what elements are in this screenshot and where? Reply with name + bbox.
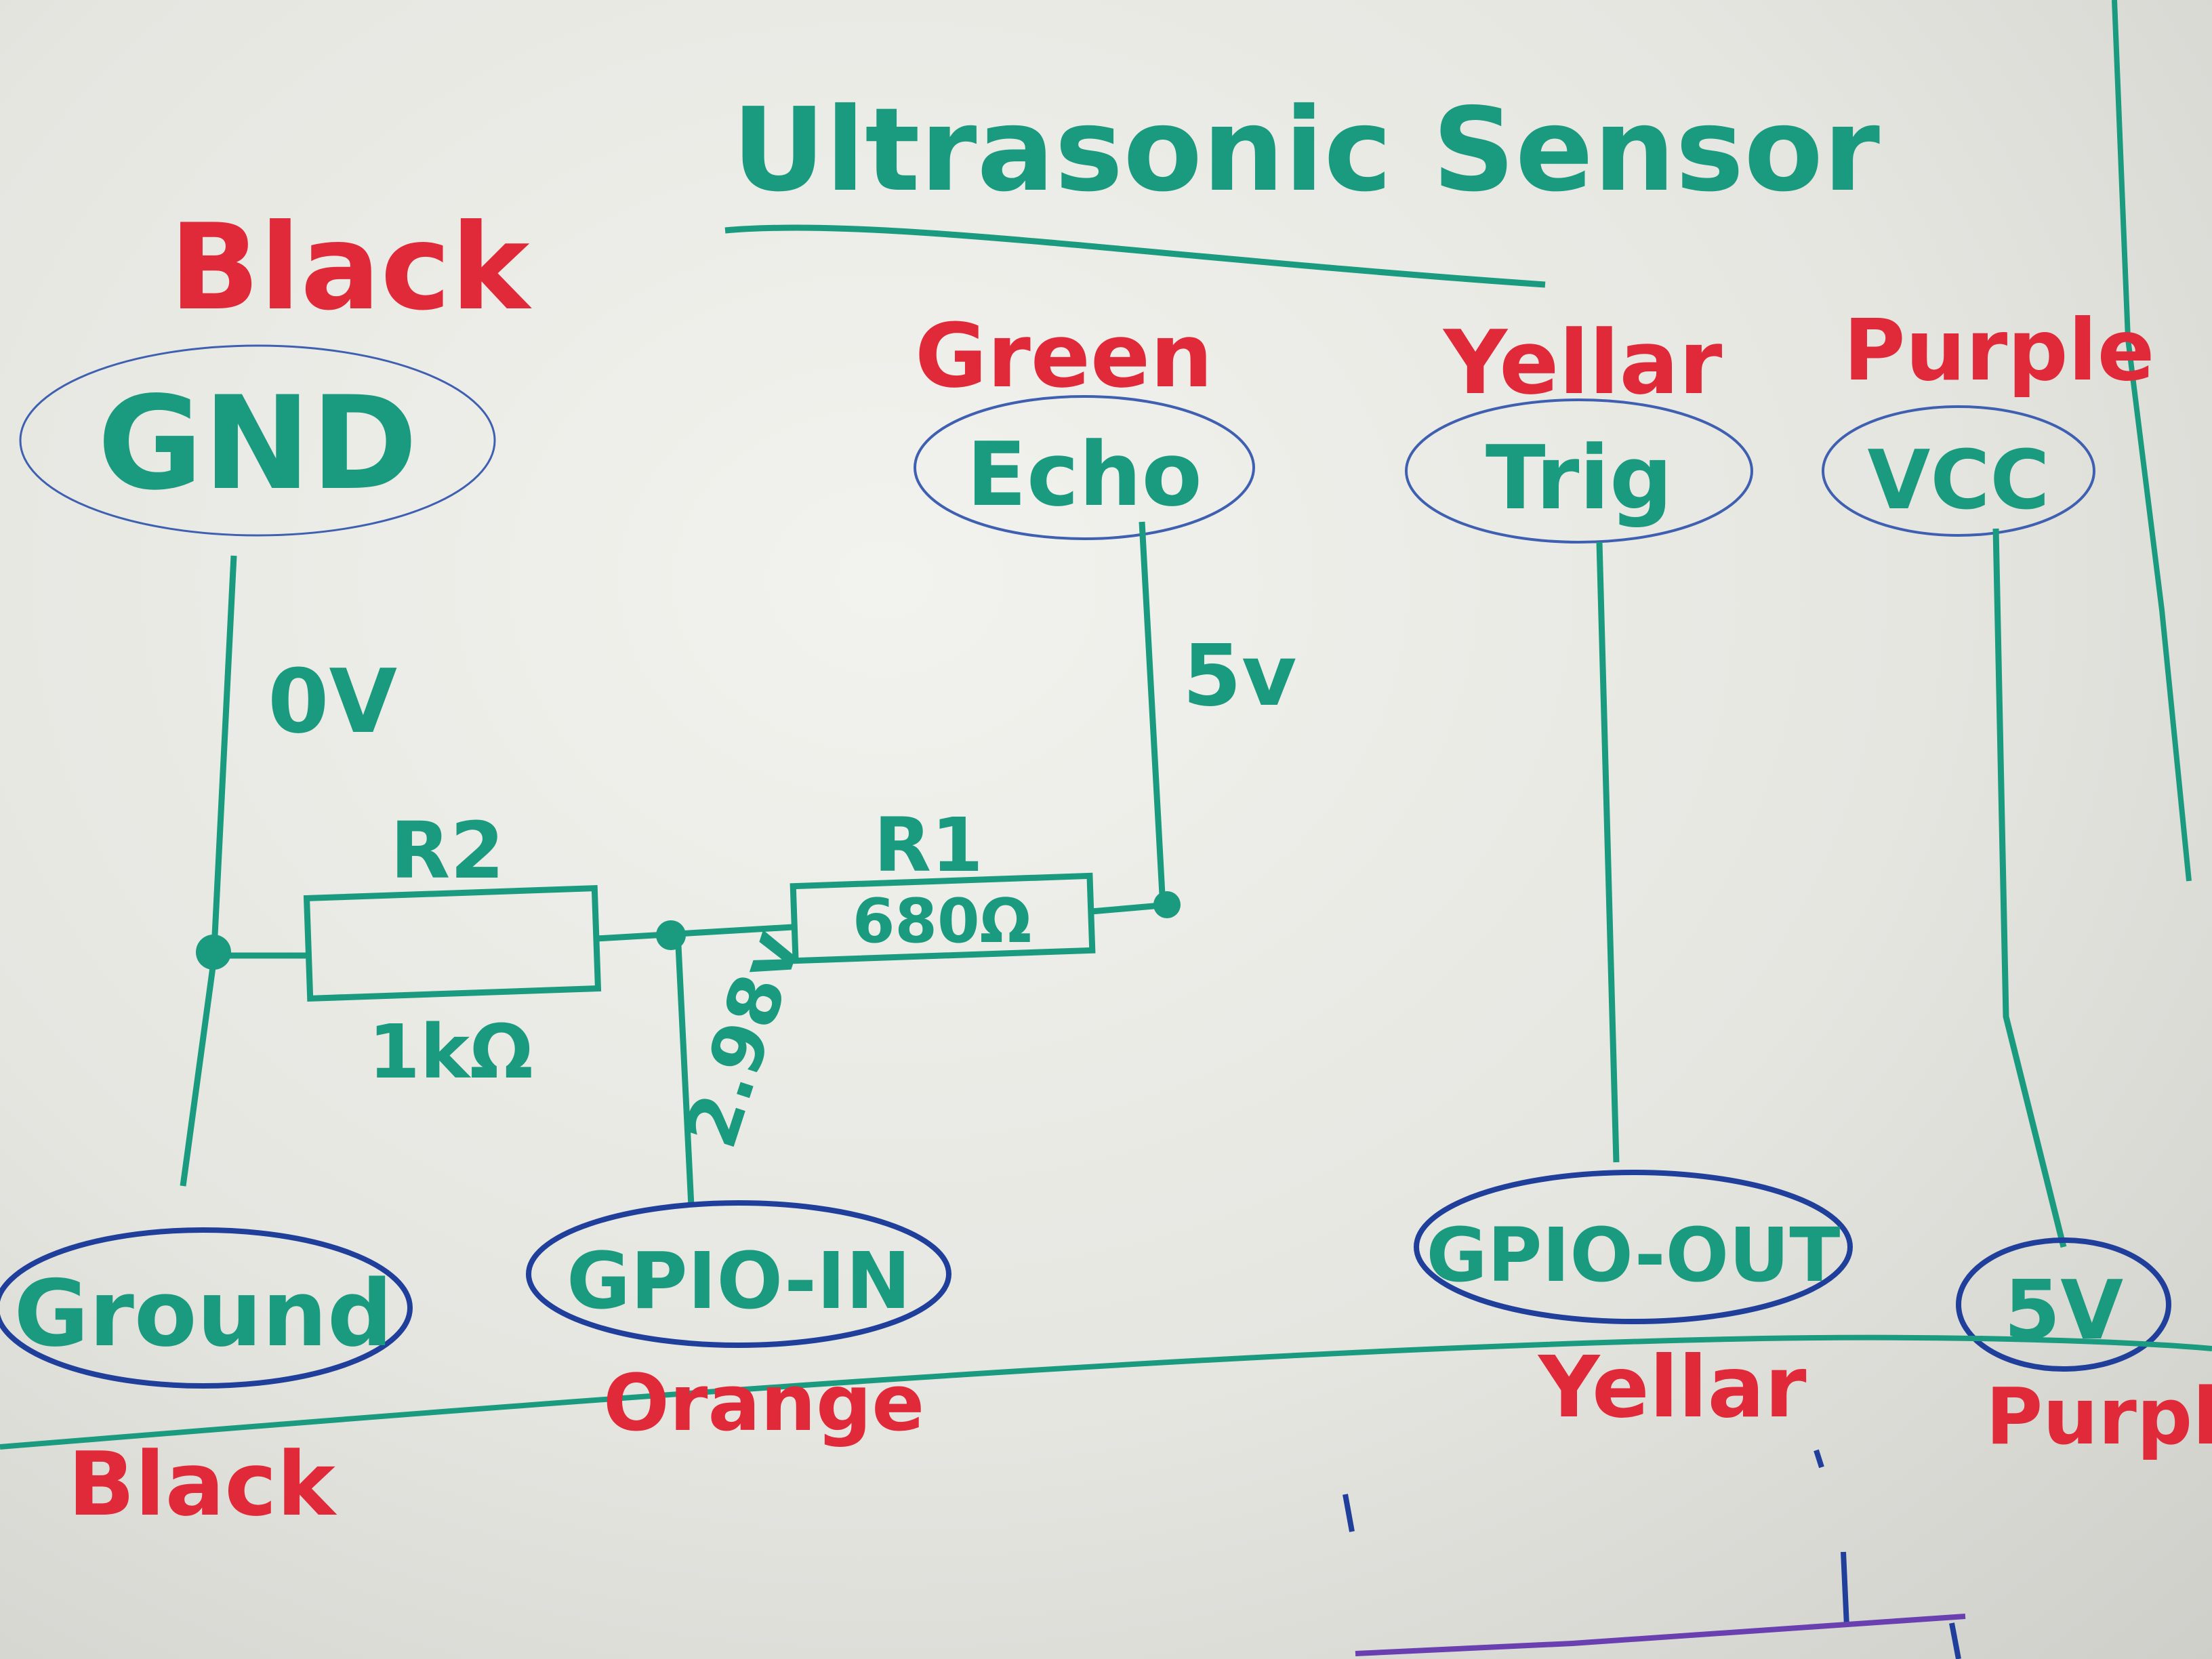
bottom-divider-line <box>0 1334 2212 1450</box>
wire-r2-r1 <box>596 924 794 942</box>
junction-divider <box>656 920 686 950</box>
r1-label: R1 <box>874 802 983 888</box>
gpio-in-color-label: Orange <box>603 1358 924 1449</box>
vcc-pin-oval <box>1822 405 2095 537</box>
gnd-pin-oval <box>19 344 496 537</box>
board-edge-line <box>2112 0 2192 882</box>
stray-mark <box>1949 1622 1961 1659</box>
echo-wire <box>1139 521 1166 895</box>
ground-color-label: Black <box>68 1433 337 1536</box>
vcc-pin-label: VCC <box>1867 434 2049 528</box>
trig-pin-oval <box>1405 398 1753 544</box>
diagram-title: Ultrasonic Sensor <box>732 83 1880 218</box>
resistor-r2 <box>303 884 602 1002</box>
r1-value: 680Ω <box>853 886 1031 957</box>
gnd-color-label: Black <box>169 199 532 337</box>
gpio-out-color-label: Yellar <box>1537 1338 1807 1437</box>
five-volt-color-label: Purple <box>1986 1372 2212 1462</box>
stray-mark <box>1343 1494 1355 1532</box>
gpio-in-pin-oval <box>526 1200 951 1348</box>
gnd-wire <box>180 555 237 1187</box>
ground-pin-oval <box>0 1227 413 1389</box>
gpio-in-wire <box>674 931 695 1207</box>
gpio-out-pin-label: GPIO-OUT <box>1427 1212 1841 1298</box>
vcc-color-label: Purple <box>1843 302 2154 400</box>
gpio-in-pin-label: GPIO-IN <box>567 1236 911 1327</box>
trig-pin-label: Trig <box>1486 426 1673 529</box>
resistor-r1 <box>790 872 1096 964</box>
junction-gnd <box>196 935 231 970</box>
echo-pin-label: Echo <box>966 423 1202 526</box>
vcc-wire <box>1992 528 2067 1248</box>
r2-label: R2 <box>390 806 505 897</box>
five-volt-pin-oval <box>1956 1237 2171 1372</box>
gnd-pin-label: GND <box>98 369 418 518</box>
gnd-voltage-label: 0V <box>268 650 397 753</box>
ground-pin-label: Ground <box>14 1261 393 1367</box>
stray-mark <box>1841 1551 1849 1627</box>
junction-echo <box>1153 891 1181 918</box>
trig-color-label: Yellar <box>1442 311 1722 414</box>
gpio-out-pin-oval <box>1414 1170 1853 1324</box>
echo-color-label: Green <box>915 304 1213 407</box>
r2-value: 1kΩ <box>368 1008 533 1095</box>
echo-pin-oval <box>914 395 1255 540</box>
trig-wire <box>1596 541 1620 1163</box>
echo-voltage-label: 5v <box>1183 627 1296 725</box>
stray-mark <box>1814 1449 1824 1469</box>
divider-voltage-label: 2.98v <box>670 921 817 1158</box>
title-underline <box>724 224 1546 288</box>
purple-stroke <box>1355 1614 1966 1656</box>
